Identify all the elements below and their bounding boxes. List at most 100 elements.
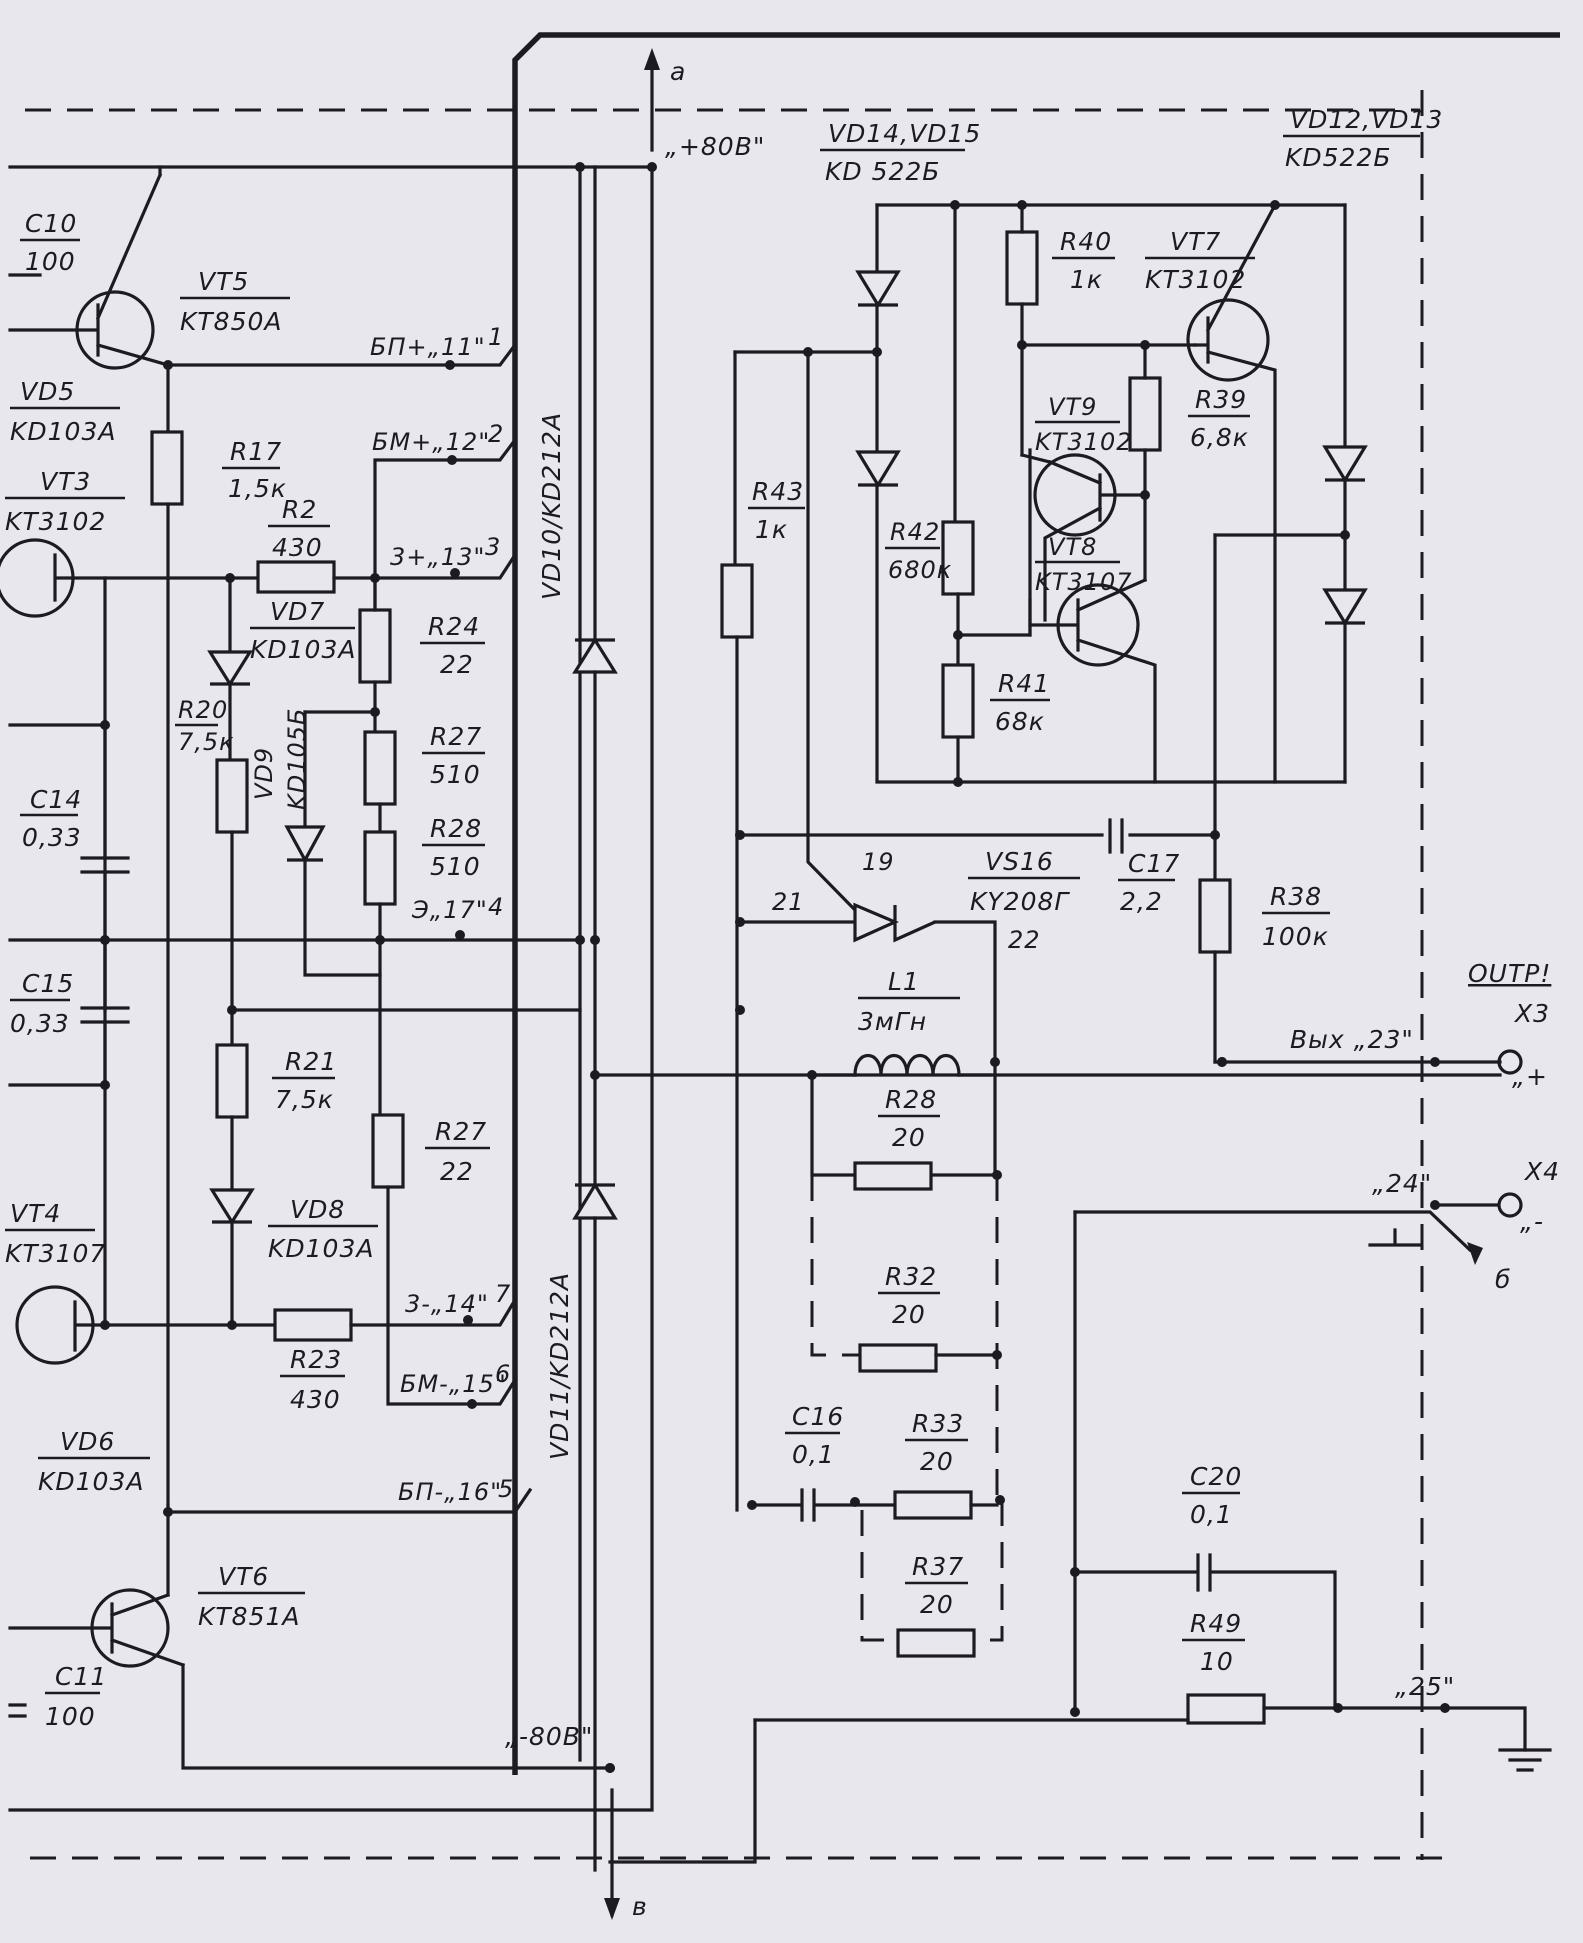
component-labels: C10 100 VT5 KT850A VD5 KD103A VT3 KT3102… [5, 57, 1560, 1921]
c15-value: 0,33 [10, 1009, 70, 1038]
r24-value: 22 [440, 650, 474, 679]
r27a-name: R27 [430, 722, 482, 751]
r20-value: 7,5к [178, 728, 235, 756]
c17-name: C17 [1128, 849, 1180, 878]
r28b-resistor-icon [853, 1161, 933, 1191]
r28b-value: 20 [892, 1123, 926, 1152]
vt8-type: KT3107 [1035, 568, 1132, 596]
vd9-type: KD105Б [283, 708, 311, 811]
vd8-type: KD103A [268, 1234, 374, 1263]
vd8-name: VD8 [290, 1195, 345, 1224]
r21-name: R21 [285, 1047, 337, 1076]
vt9-name: VT9 [1048, 393, 1097, 421]
vt7-transistor-icon [1186, 298, 1270, 382]
vt3-name: VT3 [40, 467, 91, 496]
vd15-diode-icon [855, 450, 901, 489]
vd12-diode-icon [1322, 445, 1368, 484]
vd5-type: KD103A [10, 417, 116, 446]
r23-value: 430 [290, 1385, 341, 1414]
c20-name: C20 [1190, 1462, 1242, 1491]
vd14-type: KD 522Б [825, 157, 940, 186]
r27b-resistor-icon [371, 1113, 405, 1189]
x4-minus: „- [1520, 1207, 1544, 1236]
vt6-name: VT6 [218, 1562, 269, 1591]
vd12-name: VD12,VD13 [1290, 105, 1443, 134]
supply-diodes [572, 162, 992, 1872]
vt5-name: VT5 [198, 267, 249, 296]
r33-resistor-icon [893, 1490, 973, 1520]
vt9-type: KT3102 [1035, 428, 1132, 456]
pin-2: 2 [488, 420, 504, 448]
r39-resistor-icon [1128, 376, 1162, 452]
vd12-type: KD522Б [1285, 143, 1392, 172]
vs16-name: VS16 [985, 847, 1054, 876]
output-network [747, 1049, 1523, 1658]
r49-name: R49 [1190, 1609, 1242, 1638]
r33-name: R33 [912, 1409, 964, 1438]
r37-resistor-icon [896, 1628, 976, 1658]
r40-value: 1к [1070, 265, 1103, 294]
r24-name: R24 [428, 612, 480, 641]
vd6-name: VD6 [60, 1427, 115, 1456]
r41-value: 68к [995, 707, 1045, 736]
r40-resistor-icon [1005, 230, 1039, 306]
r38-value: 100к [1262, 922, 1329, 951]
x4-label: X4 [1523, 1157, 1560, 1186]
vd9-diode-icon [284, 825, 326, 864]
r17-name: R17 [230, 437, 282, 466]
r37-name: R37 [912, 1552, 964, 1581]
c14-value: 0,33 [22, 823, 82, 852]
pin-21: 21 [772, 888, 805, 916]
vd9-name: VD9 [250, 747, 278, 800]
vd14-name: VD14,VD15 [828, 119, 981, 148]
ground-icon [1498, 1748, 1552, 1772]
c11-value: 100 [45, 1702, 96, 1731]
c16-value: 0,1 [792, 1440, 835, 1469]
c16-name: C16 [792, 1402, 844, 1431]
node-25: „25" [1395, 1672, 1455, 1701]
pin-3: 3 [485, 533, 501, 561]
c20-value: 0,1 [1190, 1500, 1233, 1529]
r49-value: 10 [1200, 1647, 1234, 1676]
r38-name: R38 [1270, 882, 1322, 911]
r40-name: R40 [1060, 227, 1112, 256]
r43-name: R43 [752, 477, 804, 506]
r38-resistor-icon [1198, 878, 1232, 954]
vs16-type: KY208Г [970, 887, 1070, 916]
vd5-name: VD5 [20, 377, 75, 406]
r32-value: 20 [892, 1300, 926, 1329]
vd7-diode-icon [207, 650, 253, 688]
x3-plus: „+ [1512, 1062, 1548, 1091]
supply-rails [8, 32, 1560, 1920]
l1-inductor-icon [853, 1054, 961, 1077]
vd13-diode-icon [1322, 588, 1368, 627]
r21-value: 7,5к [275, 1085, 334, 1114]
vd8-diode-icon [209, 1188, 255, 1226]
pin-19: 19 [862, 848, 895, 876]
vd10-label: VD10/KD212A [537, 412, 566, 600]
r39-value: 6,8к [1190, 423, 1249, 452]
minus80-label: „-80В" [505, 1722, 593, 1751]
node-bp-plus: БП+„11" [370, 333, 486, 361]
switch-b-label: б [1495, 1265, 1511, 1294]
r21-resistor-icon [215, 1043, 249, 1119]
c10-name: C10 [25, 209, 77, 238]
protection-circuit [720, 200, 1368, 1512]
crowbar-thyristor [738, 818, 1232, 1077]
c15-name: C15 [22, 969, 74, 998]
vd11-label: VD11/KD212A [545, 1272, 574, 1460]
node-bm-minus: БМ-„15" [400, 1370, 507, 1398]
vt5-type: KT850A [180, 307, 282, 336]
r39-name: R39 [1195, 385, 1247, 414]
pin-22: 22 [1008, 926, 1041, 954]
r2-resistor-icon [256, 560, 336, 594]
vt6-type: KT851A [198, 1602, 300, 1631]
pin-5: 5 [498, 1475, 514, 1503]
r17-resistor-icon [150, 430, 184, 506]
r42-value: 680к [888, 556, 952, 584]
pin-1: 1 [488, 323, 504, 351]
r27a-value: 510 [430, 760, 481, 789]
l1-name: L1 [888, 967, 920, 996]
r43-resistor-icon [720, 563, 754, 639]
ground-section [753, 1192, 1552, 1772]
